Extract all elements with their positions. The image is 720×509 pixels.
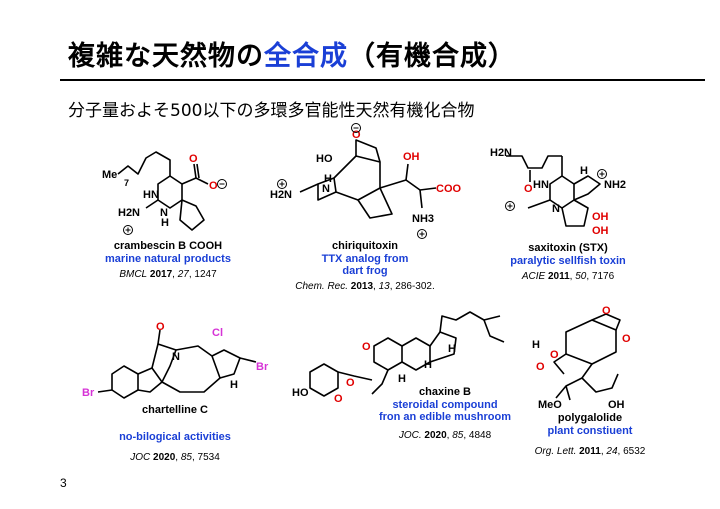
polygalolide-label-oh: OH	[608, 399, 625, 411]
polygalolide-label-o2: O	[602, 305, 611, 317]
compound-reference: ACIE 2011, 50, 7176	[521, 271, 615, 282]
crambescin-label-7: 7	[124, 178, 129, 188]
polygalolide-label-o4: O	[536, 361, 545, 373]
compound-description: TTX analog from	[321, 253, 409, 265]
crambescin-label-n: N	[160, 207, 168, 219]
compound-description: dart frog	[342, 265, 388, 277]
chiriquitoxin-structure: HO H N H2N OH O COO NH3	[270, 123, 462, 239]
compound-name: chiriquitoxin	[332, 240, 398, 252]
compound-card-chaxine: O H H H O O HO chaxine B steroidal compo…	[290, 306, 520, 443]
plus-charge-icon	[417, 229, 427, 239]
title-paren: （有機合成）	[348, 41, 516, 72]
chiriquitoxin-label-ho: HO	[316, 153, 333, 165]
compound-description: plant constiuent	[547, 425, 633, 437]
title-rule	[60, 79, 705, 81]
compound-description: no-bilogical activities	[119, 431, 231, 443]
chartelline-label-h: H	[230, 379, 238, 391]
compound-card-saxitoxin: H2N O HN N H NH2 OH OH saxitoxin (STX) p…	[488, 136, 648, 284]
compound-description: paralytic sellfish toxin	[510, 255, 626, 267]
saxitoxin-label-h2n: H2N	[490, 147, 512, 159]
saxitoxin-label-hn: HN	[533, 179, 549, 191]
compound-name: saxitoxin (STX)	[528, 242, 608, 254]
crambescin-structure: Me 7 HN N H H2N O O	[102, 151, 227, 235]
page-number: 3	[60, 476, 67, 490]
saxitoxin-label-oh: OH	[592, 211, 609, 223]
chaxine-label-h3: H	[448, 343, 456, 355]
polygalolide-label-h: H	[532, 339, 540, 351]
chiriquitoxin-label-oh: OH	[403, 151, 420, 163]
saxitoxin-label-nh2: NH2	[604, 179, 626, 191]
chartelline-label-br1: Br	[82, 387, 95, 399]
compound-card-crambescin: Me 7 HN N H H2N O O crambescin B COOH ma…	[88, 148, 248, 282]
compound-card-chartelline: O N Cl Br Br H chartelline C no-bilogica…	[80, 321, 270, 465]
chaxine-label-o2: O	[346, 377, 355, 389]
compound-name: chartelline C	[141, 404, 209, 416]
title-highlight: 全合成	[264, 41, 348, 72]
polygalolide-label-o1: O	[550, 349, 559, 361]
chiriquitoxin-label-h: H	[324, 173, 332, 185]
title-main: 複雑な天然物の	[68, 41, 264, 72]
chaxine-label-ho: HO	[292, 387, 309, 399]
plus-charge-icon	[123, 225, 133, 235]
chiriquitoxin-label-coo: COO	[436, 183, 462, 195]
compound-reference: Org. Lett. 2011, 24, 6532	[534, 446, 646, 457]
saxitoxin-label-oh2: OH	[592, 225, 609, 237]
chiriquitoxin-label-nh3: NH3	[412, 213, 434, 225]
saxitoxin-label-n: N	[552, 203, 560, 215]
chaxine-label-o3: O	[334, 393, 343, 405]
chaxine-label-h: H	[398, 373, 406, 385]
chartelline-label-o: O	[156, 321, 165, 333]
slide-title: 複雑な天然物の全合成（有機合成）	[68, 34, 516, 73]
compound-description: marine natural products	[105, 253, 231, 265]
crambescin-label-o2: O	[209, 180, 218, 192]
minus-charge-icon	[217, 179, 227, 189]
compound-reference: BMCL 2017, 27, 1247	[119, 269, 217, 280]
compound-description: fron an edible mushroom	[378, 411, 511, 423]
compound-name: crambescin B COOH	[113, 240, 223, 252]
crambescin-label-me: Me	[102, 169, 117, 181]
saxitoxin-structure: H2N O HN N H NH2 OH OH	[490, 147, 626, 237]
compound-card-polygalolide: H O O O O MeO OH polygalolide plant cons…	[520, 305, 660, 459]
chartelline-structure: O N Cl Br Br H	[82, 321, 269, 399]
minus-charge-icon	[351, 123, 361, 133]
polygalolide-structure: H O O O O MeO OH	[532, 305, 631, 411]
slide-subtitle: 分子量およそ500以下の多環多官能性天然有機化合物	[68, 101, 475, 121]
chaxine-structure: O H H H O O HO	[292, 311, 505, 405]
chartelline-label-cl: Cl	[212, 327, 223, 339]
compound-name: polygalolide	[557, 412, 623, 424]
compound-name: chaxine B	[419, 386, 471, 398]
polygalolide-label-o3: O	[622, 333, 631, 345]
chaxine-label-h2: H	[424, 359, 432, 371]
chaxine-label-o1: O	[362, 341, 371, 353]
plus-charge-icon	[277, 179, 287, 189]
compound-reference: Chem. Rec. 2013, 13, 286-302.	[295, 281, 435, 292]
crambescin-label-h: H	[161, 217, 169, 229]
saxitoxin-label-o: O	[524, 183, 533, 195]
compound-card-chiriquitoxin: HO H N H2N OH O COO NH3 chiriquitoxin TT…	[260, 123, 470, 294]
chiriquitoxin-label-h2n: H2N	[270, 189, 292, 201]
plus-charge-icon	[597, 169, 607, 179]
polygalolide-label-meo: MeO	[538, 399, 562, 411]
chiriquitoxin-label-n: N	[322, 183, 330, 195]
chartelline-label-n: N	[172, 351, 180, 363]
plus-charge-icon	[505, 201, 515, 211]
chiriquitoxin-label-o: O	[352, 129, 361, 141]
crambescin-label-o1: O	[189, 153, 198, 165]
compound-reference: JOC 2020, 85, 7534	[130, 452, 220, 463]
crambescin-label-hn: HN	[143, 189, 159, 201]
chartelline-label-br2: Br	[256, 361, 269, 373]
crambescin-label-h2n: H2N	[118, 207, 140, 219]
compound-description: steroidal compound	[392, 399, 498, 411]
compound-reference: JOC. 2020, 85, 4848	[398, 430, 492, 441]
saxitoxin-label-h: H	[580, 165, 588, 177]
